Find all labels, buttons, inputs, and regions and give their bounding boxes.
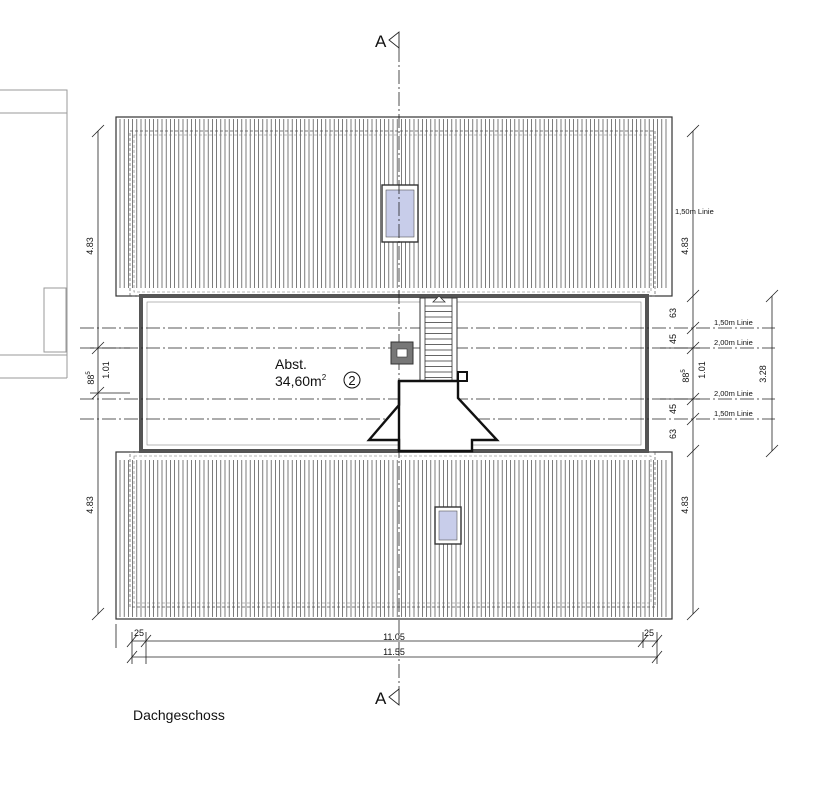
stair-opening: [366, 379, 500, 453]
dim-overhang-left: 25: [134, 628, 144, 638]
left-dimensions: [90, 124, 130, 621]
section-axis: [388, 31, 400, 706]
right-roof-height-bottom: 4.83: [680, 496, 690, 514]
dim-inner-width: 11.05: [383, 632, 405, 642]
label-top-15m-line: 1,50m Linie: [714, 318, 753, 327]
right-dim-63-top: 63: [668, 308, 678, 318]
left-mid-sub: 885: [86, 371, 96, 385]
bottom-dimensions: [115, 624, 663, 664]
left-roof-height-top: 4.83: [85, 237, 95, 255]
right-mid-total: 1.01: [697, 361, 707, 379]
roof-bottom-half: [115, 451, 673, 620]
label-bottom-20m-line: 2,00m Linie: [714, 389, 753, 398]
right-dim-63-bottom: 63: [668, 429, 678, 439]
room-name: Abst.: [275, 356, 307, 372]
right-mid-sub: 885: [681, 369, 691, 383]
room-area: 34,60m2: [275, 373, 327, 389]
right-dim-45-top: 45: [668, 334, 678, 344]
neighbor-building-outline: [0, 89, 68, 379]
right-dim-45-bottom: 45: [668, 404, 678, 414]
dim-total-width: 11.55: [383, 647, 405, 657]
right-dimensions: [660, 124, 779, 621]
roof-top-half: [115, 116, 673, 297]
left-mid-total: 1.01: [101, 361, 111, 379]
label-roof-15m-line: 1,50m Linie: [675, 207, 714, 216]
label-top-20m-line: 2,00m Linie: [714, 338, 753, 347]
label-bottom-15m-line: 1,50m Linie: [714, 409, 753, 418]
room-number: 2: [348, 373, 355, 388]
right-total-height: 3.28: [758, 365, 768, 383]
section-marker-bottom: A: [375, 689, 387, 708]
right-roof-height-top: 4.83: [680, 237, 690, 255]
dim-overhang-right: 25: [644, 628, 654, 638]
section-marker-top: A: [375, 32, 387, 51]
room-number-circle: [343, 371, 361, 389]
chimney: [390, 341, 414, 365]
drawing-title: Dachgeschoss: [133, 707, 225, 723]
staircase: [419, 295, 458, 383]
left-roof-height-bottom: 4.83: [85, 496, 95, 514]
